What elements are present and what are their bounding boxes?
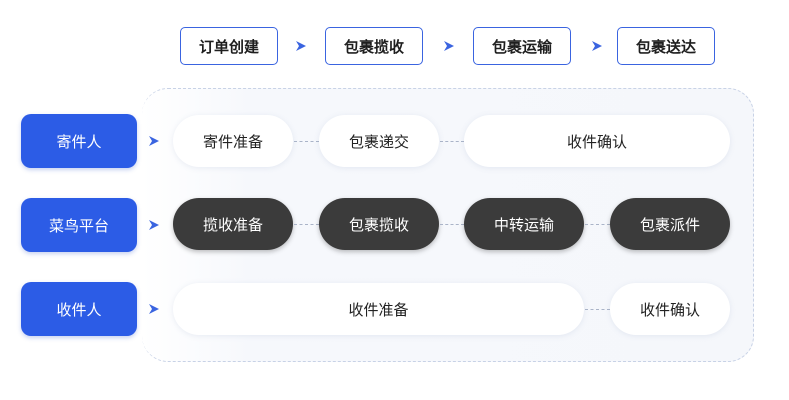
role-platform: 菜鸟平台 <box>21 198 137 252</box>
chevron-right-icon <box>296 41 306 51</box>
platform-step-dispatch: 包裹派件 <box>610 198 730 250</box>
connector-line <box>440 141 464 142</box>
connector-line <box>294 224 319 225</box>
sender-step-handover: 包裹递交 <box>319 115 439 167</box>
platform-step-pickup: 包裹揽收 <box>319 198 439 250</box>
connector-line <box>585 309 610 310</box>
chevron-right-icon <box>444 41 454 51</box>
platform-step-transit: 中转运输 <box>464 198 584 250</box>
stage-pickup: 包裹揽收 <box>325 27 423 65</box>
platform-step-pickup-prep: 揽收准备 <box>173 198 293 250</box>
stage-order-create: 订单创建 <box>180 27 278 65</box>
receiver-step-prepare: 收件准备 <box>173 283 584 335</box>
connector-line <box>440 224 464 225</box>
receiver-step-confirm: 收件确认 <box>610 283 730 335</box>
role-sender: 寄件人 <box>21 114 137 168</box>
chevron-right-icon <box>149 220 159 230</box>
stage-transport: 包裹运输 <box>473 27 571 65</box>
stage-delivered: 包裹送达 <box>617 27 715 65</box>
connector-line <box>585 224 610 225</box>
chevron-right-icon <box>149 136 159 146</box>
chevron-right-icon <box>149 304 159 314</box>
role-receiver: 收件人 <box>21 282 137 336</box>
sender-step-confirm: 收件确认 <box>464 115 730 167</box>
chevron-right-icon <box>592 41 602 51</box>
sender-step-prepare: 寄件准备 <box>173 115 293 167</box>
connector-line <box>294 141 319 142</box>
lane-frame <box>142 88 754 362</box>
